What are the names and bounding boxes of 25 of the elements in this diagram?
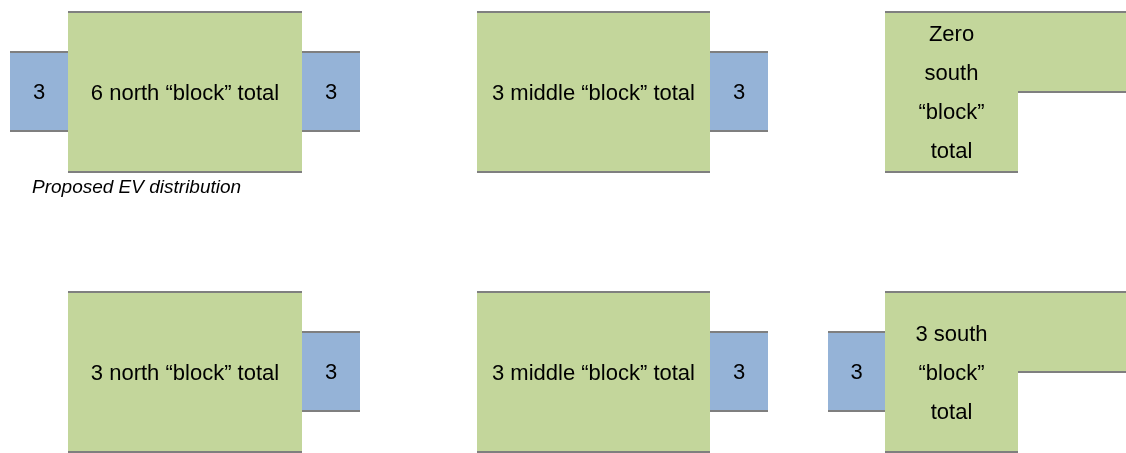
block-label: 3 <box>32 78 46 106</box>
side-count-box <box>302 331 360 412</box>
block-label: 3 middle “block” total <box>492 78 695 107</box>
block-label: 6 north “block” total <box>90 78 280 107</box>
side-count-box <box>302 51 360 132</box>
block-label: 3 middle “block” total <box>492 358 695 387</box>
block-total-box <box>68 291 302 453</box>
block-label: 3 <box>850 358 863 386</box>
side-count-box <box>828 331 885 412</box>
block-label: Zero south “block” total <box>917 20 986 165</box>
block-label: 3 <box>324 358 338 386</box>
block-label: 3 <box>732 78 746 106</box>
side-count-box <box>10 51 68 132</box>
block-total-box <box>477 291 710 453</box>
block-total-box <box>477 11 710 173</box>
block-label: 3 south “block” total <box>914 319 989 426</box>
side-count-box <box>710 331 768 412</box>
side-count-box <box>710 51 768 132</box>
block-label: 3 north “block” total <box>90 358 280 387</box>
l-shaped-block <box>885 11 1126 173</box>
block-label: 3 <box>324 78 338 106</box>
caption-text: Proposed EV distribution <box>32 176 242 198</box>
l-shaped-block <box>885 291 1126 453</box>
block-total-box <box>68 11 302 173</box>
block-label: 3 <box>732 358 746 386</box>
